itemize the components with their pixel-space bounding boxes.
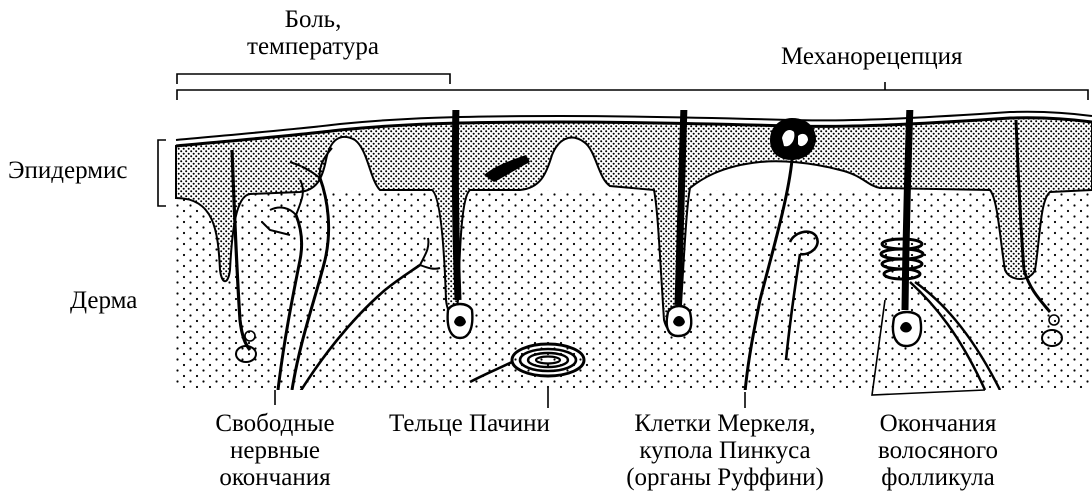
dermis-layer [176,190,1092,388]
epidermis-label: Эпидермис [8,157,128,184]
mechanoreception-bracket [177,82,1088,100]
mechanoreception-label: Механорецепция [781,43,963,70]
merkel-label: Клетки Меркеля, купола Пинкуса (органы Р… [600,410,850,491]
pain-temperature-bracket [177,74,450,84]
pain-temperature-label: Боль, температура [228,6,398,60]
follicle-label: Окончания волосяного фолликула [858,410,1018,491]
epidermis-bracket [158,140,166,206]
free-nerve-endings-label: Свободные нервные окончания [190,410,360,491]
dermis-label: Дерма [70,287,137,314]
pacini-label: Тельце Пачини [389,410,550,437]
